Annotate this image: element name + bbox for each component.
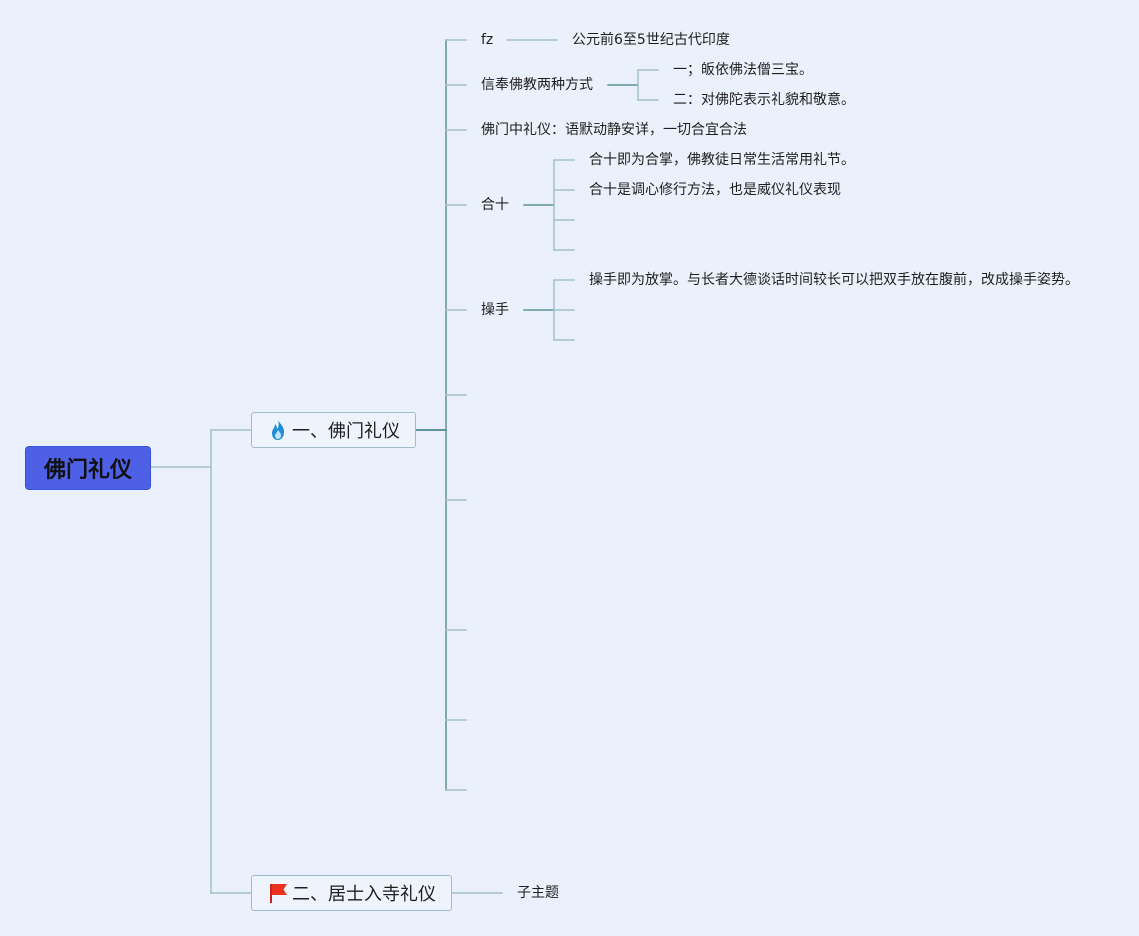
topic-caoshou-child-1[interactable]: 操手即为放掌。与长者大德谈话时间较长可以把双手放在腹前，改成操手姿势。 <box>589 272 1079 288</box>
topic-faith-two-ways[interactable]: 信奉佛教两种方式 <box>481 77 593 93</box>
topic-caoshou[interactable]: 操手 <box>481 302 509 318</box>
branch-topic-fomen-label: 一、佛门礼仪 <box>292 421 400 442</box>
root-topic[interactable]: 佛门礼仪 <box>25 446 151 490</box>
topic-heshi-child-1[interactable]: 合十即为合掌，佛教徒日常生活常用礼节。 <box>589 152 855 168</box>
topic-heshi[interactable]: 合十 <box>481 197 509 213</box>
topic-etiquette[interactable]: 佛门中礼仪：语默动静安详，一切合宜合法 <box>481 122 747 138</box>
fire-icon <box>267 419 289 441</box>
root-topic-label: 佛门礼仪 <box>43 458 132 483</box>
topic-fz[interactable]: fz <box>481 32 494 48</box>
topic-faith-child-2[interactable]: 二：对佛陀表示礼貌和敬意。 <box>673 92 855 108</box>
topic-heshi-child-2[interactable]: 合十是调心修行方法，也是威仪礼仪表现 <box>589 182 841 198</box>
branch-topic-jushi[interactable]: 二、居士入寺礼仪 <box>251 875 452 911</box>
topic-faith-child-1[interactable]: 一；皈依佛法僧三宝。 <box>673 62 813 78</box>
red-flag-icon <box>267 882 289 904</box>
branch-topic-jushi-label: 二、居士入寺礼仪 <box>292 884 436 905</box>
topic-subtopic[interactable]: 子主题 <box>517 885 559 901</box>
branch-topic-fomen[interactable]: 一、佛门礼仪 <box>251 412 416 448</box>
topic-fz-child-1[interactable]: 公元前6至5世纪古代印度 <box>572 32 730 48</box>
